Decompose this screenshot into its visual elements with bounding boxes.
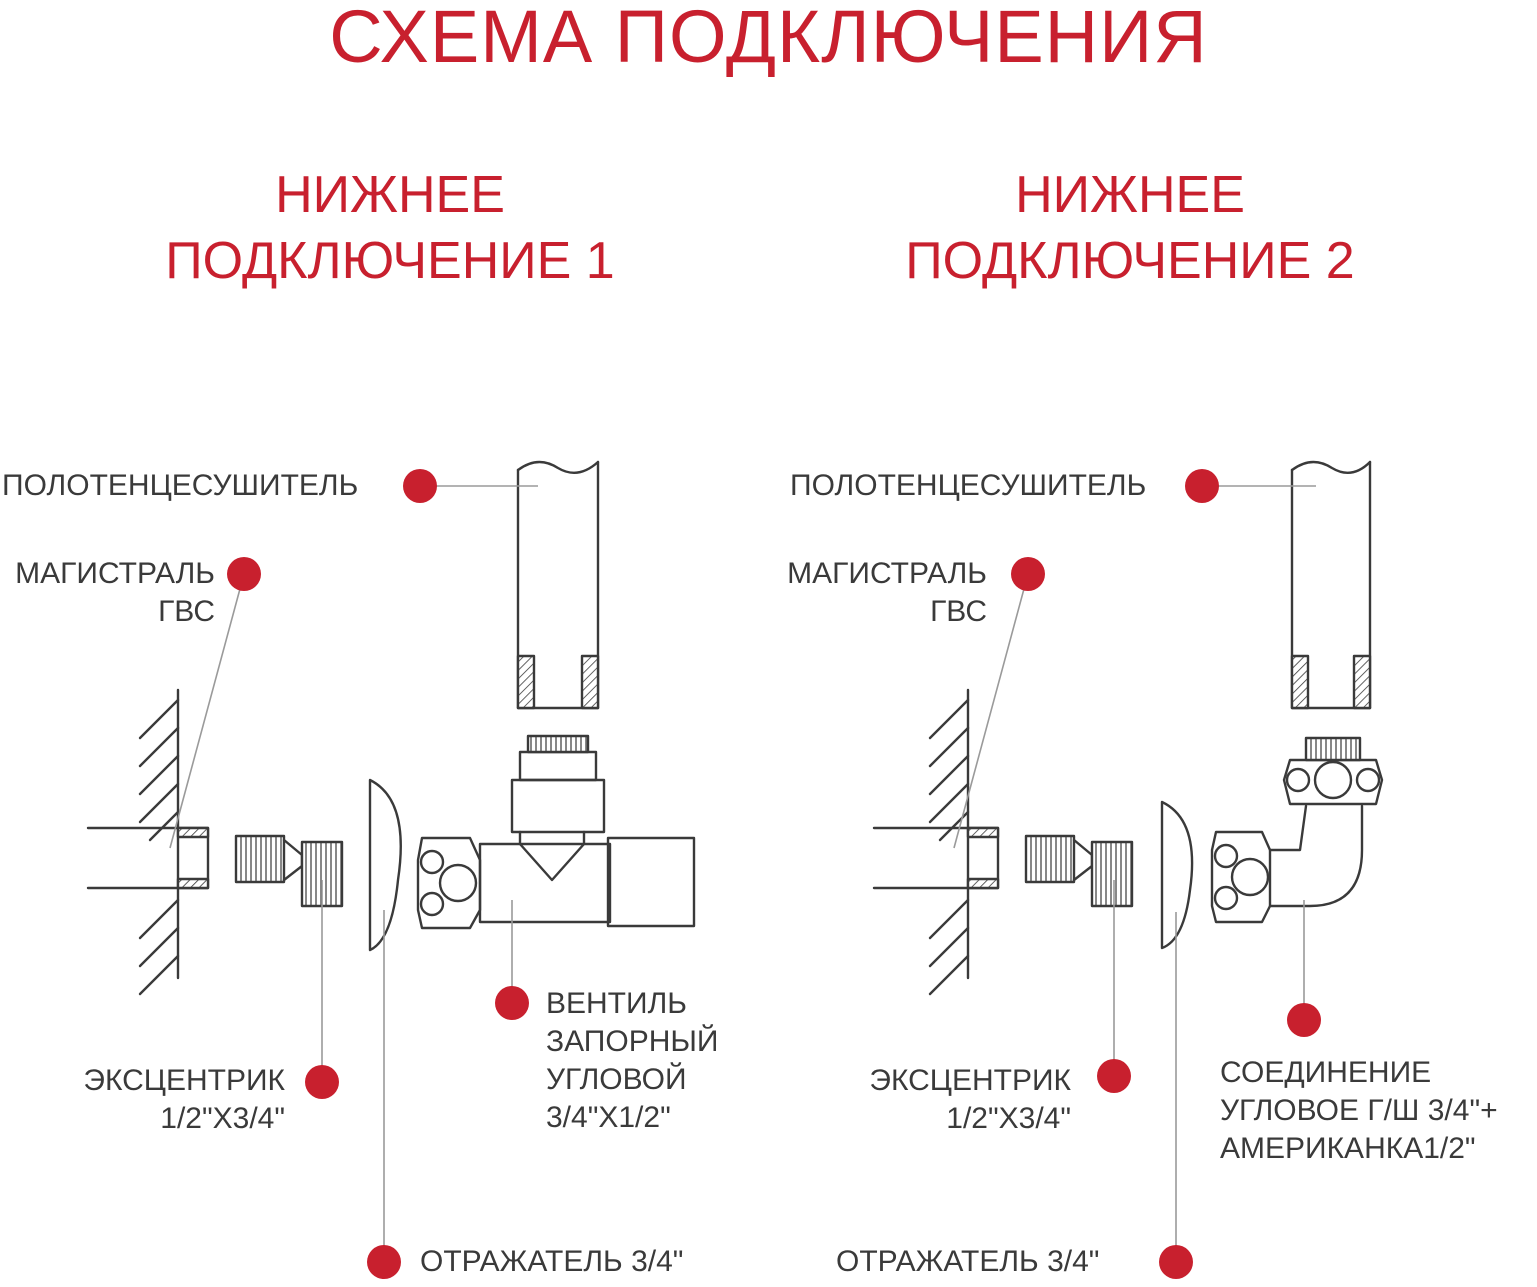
- left-ecc-line-2: 1/2"Х3/4": [160, 1102, 285, 1135]
- right-heading: НИЖНЕЕ ПОДКЛЮЧЕНИЕ 2: [880, 162, 1380, 294]
- left-main-label: МАГИСТРАЛЬ ГВС: [15, 555, 215, 631]
- right-heading-line-1: НИЖНЕЕ: [1015, 166, 1245, 224]
- right-main-pipe: [872, 826, 1000, 890]
- left-towel-pipe: [516, 460, 600, 710]
- right-main-label: МАГИСТРАЛЬ ГВС: [787, 555, 987, 631]
- right-conn-line-2: УГЛОВОЕ Г/Ш 3/4"+: [1220, 1094, 1498, 1127]
- right-reflector: [1160, 800, 1194, 950]
- left-eccentric: [234, 834, 344, 908]
- right-markers: [1011, 469, 1321, 1279]
- right-heading-line-2: ПОДКЛЮЧЕНИЕ 2: [905, 232, 1355, 290]
- right-angle-coupling: [1210, 736, 1384, 924]
- right-reflector-label: ОТРАЖАТЕЛЬ 3/4": [836, 1245, 1100, 1278]
- right-ecc-line-2: 1/2"Х3/4": [946, 1102, 1071, 1135]
- left-valve-line-2: ЗАПОРНЫЙ: [546, 1025, 719, 1058]
- left-main-line-1: МАГИСТРАЛЬ: [15, 557, 215, 590]
- right-main-line-2: ГВС: [930, 595, 987, 628]
- right-eccentric: [1024, 834, 1134, 908]
- left-eccentric-label: ЭКСЦЕНТРИК 1/2"Х3/4": [83, 1062, 285, 1138]
- page-title: СХЕМА ПОДКЛЮЧЕНИЯ: [329, 0, 1208, 78]
- right-eccentric-label: ЭКСЦЕНТРИК 1/2"Х3/4": [869, 1062, 1071, 1138]
- left-heading: НИЖНЕЕ ПОДКЛЮЧЕНИЕ 1: [140, 162, 640, 294]
- right-main-line-1: МАГИСТРАЛЬ: [787, 557, 987, 590]
- right-conn-line-1: СОЕДИНЕНИЕ: [1220, 1056, 1432, 1089]
- left-markers: [227, 469, 529, 1279]
- right-wall: [928, 688, 970, 996]
- left-wall: [138, 688, 180, 996]
- right-towel-pipe: [1290, 460, 1372, 710]
- left-valve-line-3: УГЛОВОЙ: [546, 1063, 687, 1096]
- left-valve-line-4: 3/4"Х1/2": [546, 1101, 671, 1134]
- right-towel-label: ПОЛОТЕНЦЕСУШИТЕЛЬ: [790, 469, 1147, 502]
- left-valve: [416, 734, 696, 930]
- left-valve-line-1: ВЕНТИЛЬ: [546, 987, 687, 1020]
- right-diagram: [872, 460, 1384, 996]
- right-ecc-line-1: ЭКСЦЕНТРИК: [869, 1064, 1071, 1097]
- left-main-line-2: ГВС: [158, 595, 215, 628]
- right-coupling-label: СОЕДИНЕНИЕ УГЛОВОЕ Г/Ш 3/4"+ АМЕРИКАНКА1…: [1220, 1054, 1498, 1168]
- left-towel-label: ПОЛОТЕНЦЕСУШИТЕЛЬ: [2, 469, 359, 502]
- left-reflector: [368, 778, 402, 952]
- right-conn-line-3: АМЕРИКАНКА1/2": [1220, 1132, 1476, 1165]
- left-valve-label: ВЕНТИЛЬ ЗАПОРНЫЙ УГЛОВОЙ 3/4"Х1/2": [546, 985, 719, 1137]
- left-heading-line-2: ПОДКЛЮЧЕНИЕ 1: [165, 232, 615, 290]
- left-ecc-line-1: ЭКСЦЕНТРИК: [83, 1064, 285, 1097]
- left-reflector-label: ОТРАЖАТЕЛЬ 3/4": [420, 1245, 684, 1278]
- left-heading-line-1: НИЖНЕЕ: [275, 166, 505, 224]
- left-leaders: [169, 485, 538, 1256]
- left-diagram: [86, 460, 696, 996]
- left-main-pipe: [86, 826, 210, 890]
- right-leaders: [953, 485, 1316, 1256]
